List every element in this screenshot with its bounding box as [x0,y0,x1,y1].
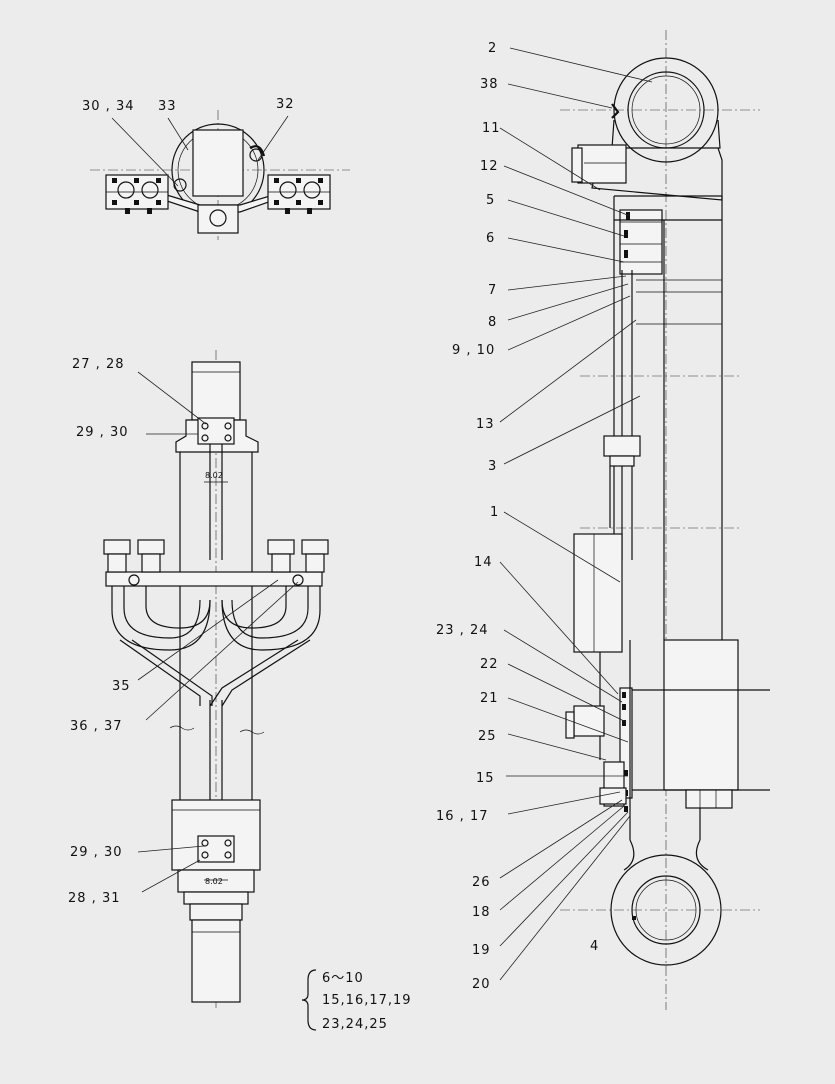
callout-8: 8 [488,315,497,330]
callout-21: 21 [480,691,499,706]
callout-15: 15 [476,771,495,786]
dimension-lower: 8.02 [205,877,223,886]
callout-16-17: 16 , 17 [436,809,488,824]
front-view-assembly [103,350,329,1010]
kit-note: 6～10 15,16,17,19 23,24,25 [301,969,412,1032]
section-view-assembly [499,30,770,1010]
kit-note-line-2: 15,16,17,19 [322,993,412,1008]
callout-6: 6 [486,231,495,246]
callout-9-10: 9 , 10 [452,343,495,358]
callout-23-24: 23 , 24 [436,623,488,638]
callout-36-37: 36 , 37 [70,719,122,734]
kit-note-line-3: 23,24,25 [322,1017,388,1032]
dimension-upper: 8.02 [205,471,223,480]
callout-33: 33 [158,99,177,114]
kit-note-line-1: 6～10 [322,971,364,986]
callout-29-30-lower: 29 , 30 [70,845,122,860]
callout-3: 3 [488,459,497,474]
top-view-assembly [90,110,350,240]
callout-26: 26 [472,875,491,890]
callout-35: 35 [112,679,131,694]
callout-20: 20 [472,977,491,992]
callout-29-30-upper: 29 , 30 [76,425,128,440]
callout-22: 22 [480,657,499,672]
callout-18: 18 [472,905,491,920]
callout-labels: 30 , 34 33 32 27 , 28 29 , 30 8.02 35 36… [68,41,599,992]
callout-2: 2 [488,41,497,56]
callout-27-28: 27 , 28 [72,357,124,372]
callout-14: 14 [474,555,493,570]
callout-25: 25 [478,729,497,744]
callout-11: 11 [482,121,501,136]
callout-32: 32 [276,97,295,112]
callout-28-31: 28 , 31 [68,891,120,906]
callout-5: 5 [486,193,495,208]
callout-19: 19 [472,943,491,958]
callout-12: 12 [480,159,499,174]
callout-4: 4 [590,939,599,954]
callout-1: 1 [490,505,499,520]
callout-30-34: 30 , 34 [82,99,134,114]
callout-38: 38 [480,77,499,92]
callout-7: 7 [488,283,497,298]
callout-13: 13 [476,417,495,432]
